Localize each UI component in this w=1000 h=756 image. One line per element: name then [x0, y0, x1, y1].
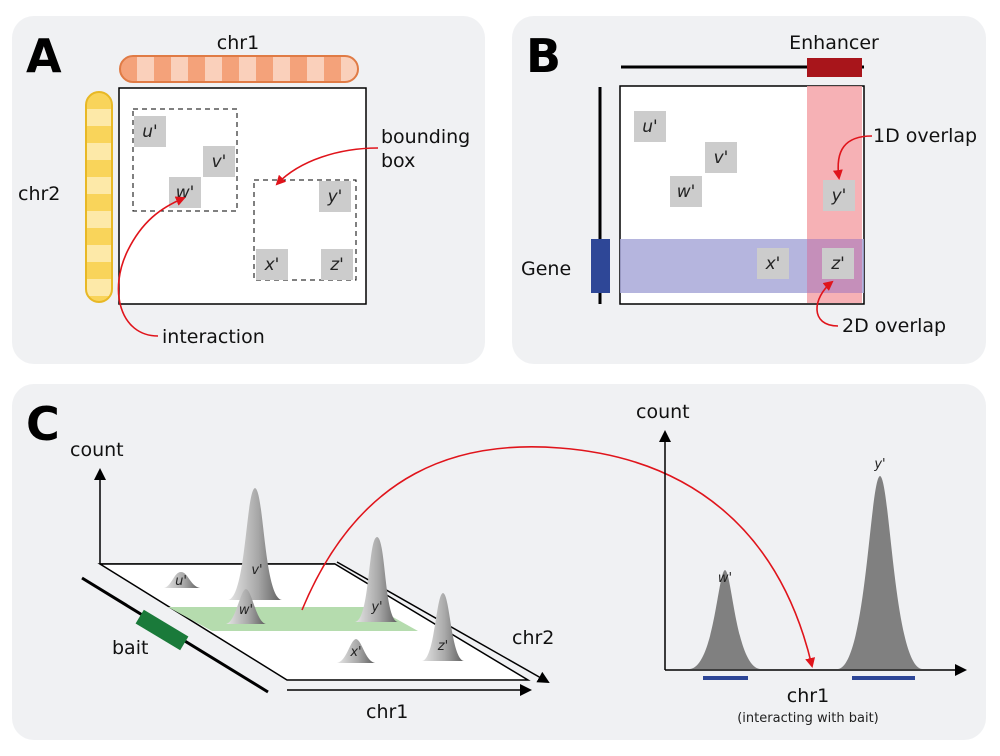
chr1-label: chr1	[217, 32, 259, 54]
point-v-label: v'	[212, 152, 227, 172]
b-point-y	[823, 180, 855, 211]
panel-b-letter: B	[526, 29, 561, 83]
peak-3d-z-label: z'	[437, 639, 448, 654]
point-z-label: z'	[329, 255, 344, 275]
bait-block	[135, 609, 189, 651]
peak-3d-y	[355, 537, 398, 622]
point-u	[134, 116, 166, 147]
overlap-2d-arrow	[816, 280, 839, 327]
peak-3d-v-label: v'	[251, 563, 262, 578]
bounding-box-1	[132, 108, 238, 212]
peak-1d-y-label: y'	[873, 457, 885, 472]
peak-1d-y	[838, 476, 922, 669]
b-point-v	[705, 142, 737, 173]
b-point-y-label: y'	[831, 186, 847, 206]
point-y	[319, 181, 351, 212]
chr1-label-3d: chr1	[366, 701, 408, 723]
peak-3d-w	[226, 589, 266, 624]
gene-block	[591, 239, 610, 293]
peak-3d-y-label: y'	[370, 600, 382, 615]
b-point-z-label: z'	[830, 254, 845, 274]
b-point-x-label: x'	[765, 254, 781, 274]
interaction-arrow	[117, 196, 186, 337]
peak-3d-x	[337, 639, 375, 663]
peak-3d-v	[228, 488, 282, 600]
chr1-chromosome	[119, 55, 359, 83]
overlap-1d-label: 1D overlap	[873, 125, 977, 147]
chr2-label: chr2	[18, 183, 60, 205]
b-point-w	[670, 176, 702, 207]
count-axis-label-3d: count	[70, 439, 124, 461]
point-v	[203, 146, 235, 177]
b-point-x	[757, 248, 789, 279]
peak-3d-w-label: w'	[239, 603, 253, 618]
peak-3d-z	[422, 593, 464, 661]
bounding-box-label-line1: bounding	[381, 126, 470, 148]
peak-3d-u-label: u'	[175, 574, 187, 589]
gene-label: Gene	[521, 258, 571, 280]
b-point-w-label: w'	[677, 182, 696, 202]
peak-3d-u	[164, 572, 200, 588]
bounding-box-arrow	[275, 147, 379, 186]
panel-c-background	[12, 384, 986, 740]
point-u-label: u'	[142, 122, 157, 142]
peak-1d-w-label: w'	[718, 571, 732, 586]
bait-label: bait	[112, 637, 148, 659]
b-point-v-label: v'	[714, 148, 729, 168]
peak-1d-w	[690, 570, 760, 669]
chr1-label-1d: chr1	[787, 685, 829, 707]
count-axis-label-1d: count	[636, 401, 690, 423]
b-point-u	[634, 111, 666, 142]
b-point-z	[822, 248, 854, 279]
peak-3d-x-label: x'	[349, 645, 361, 660]
enhancer-label: Enhancer	[789, 32, 879, 54]
point-y-label: y'	[327, 187, 343, 207]
enhancer-block	[807, 58, 862, 77]
peak-1d-w-region	[703, 676, 748, 680]
chr2-chromosome	[85, 91, 113, 303]
bounding-box-label-line2: box	[381, 150, 415, 172]
overlap-1d-arrow	[832, 135, 873, 180]
point-x	[256, 249, 288, 280]
panel-a-letter: A	[26, 29, 62, 83]
b-point-u-label: u'	[642, 117, 657, 137]
bounding-box-2	[253, 179, 357, 281]
panel-b: B Enhancer Gene u' v' w' y' x' z' 1D ove…	[512, 16, 986, 364]
overlap-2d-label: 2D overlap	[842, 315, 946, 337]
peak-1d-y-region	[852, 676, 915, 680]
interacting-with-bait-label: (interacting with bait)	[737, 711, 879, 726]
interaction-label: interaction	[162, 326, 265, 348]
chr2-label-3d: chr2	[512, 627, 554, 649]
bait-interaction-band	[168, 607, 418, 631]
projection-arrow	[301, 446, 816, 668]
panel-c-letter: C	[26, 397, 60, 451]
point-x-label: x'	[264, 255, 280, 275]
point-z	[321, 249, 353, 280]
panel-c: C count bait chr2 chr1 u' v' w' y' x' z'…	[12, 384, 986, 740]
panel-a: A chr1 chr2 u' v' w' y' x' z' bounding b…	[12, 16, 485, 364]
